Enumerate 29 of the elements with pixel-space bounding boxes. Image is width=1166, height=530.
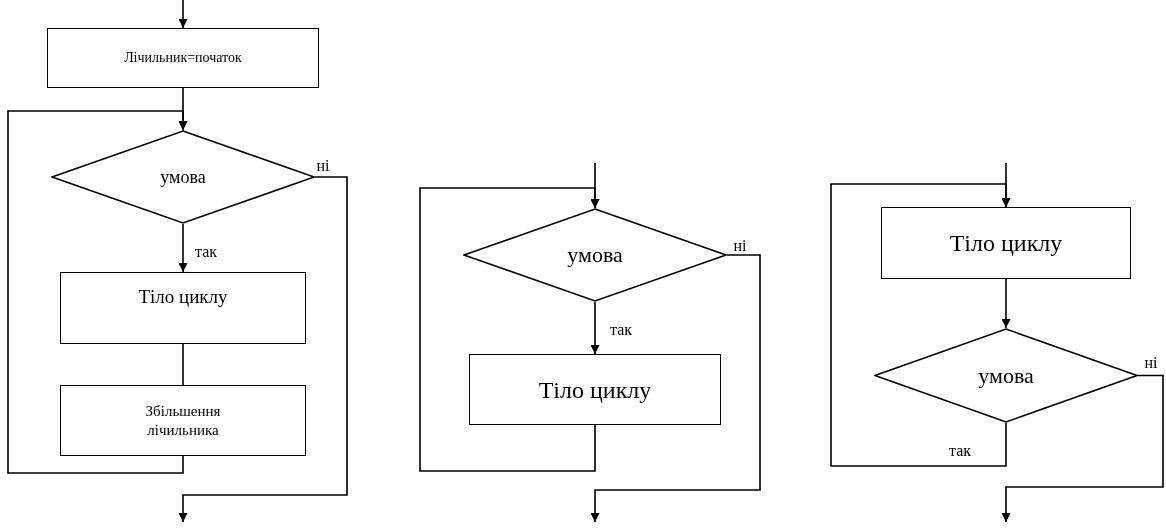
node-text: Збільшення лічильника	[144, 401, 222, 440]
node-text: Лічильник=початок	[123, 49, 243, 67]
process-box	[469, 354, 721, 425]
edge-label: ні	[732, 238, 748, 254]
flow-arrow	[590, 254, 761, 523]
flow-arrow	[590, 301, 600, 355]
decision-diamond	[874, 328, 1138, 423]
process-box	[47, 28, 319, 88]
flow-arrow	[7, 110, 188, 474]
node-text: Тіло циклу	[137, 285, 229, 309]
edge-label: ні	[315, 158, 331, 174]
node-text: Тіло циклу	[537, 375, 653, 405]
flow-arrow	[1001, 374, 1164, 523]
decision-diamond	[51, 130, 315, 224]
process-box	[60, 272, 306, 344]
node-text: умова	[977, 361, 1035, 390]
flow-arrow	[419, 187, 600, 472]
node-text: Тіло циклу	[948, 229, 1064, 258]
flow-arrow	[178, 223, 188, 273]
node-text: умова	[566, 241, 624, 269]
node-text: умова	[159, 165, 207, 189]
flow-arrow	[830, 183, 1011, 467]
flow-arrow	[1001, 278, 1011, 329]
decision-diamond	[463, 208, 727, 302]
process-box	[881, 207, 1131, 279]
process-box	[60, 385, 306, 456]
edge-label: ні	[1143, 355, 1159, 371]
flow-arrow	[178, 0, 188, 29]
flow-arrow	[178, 176, 348, 523]
